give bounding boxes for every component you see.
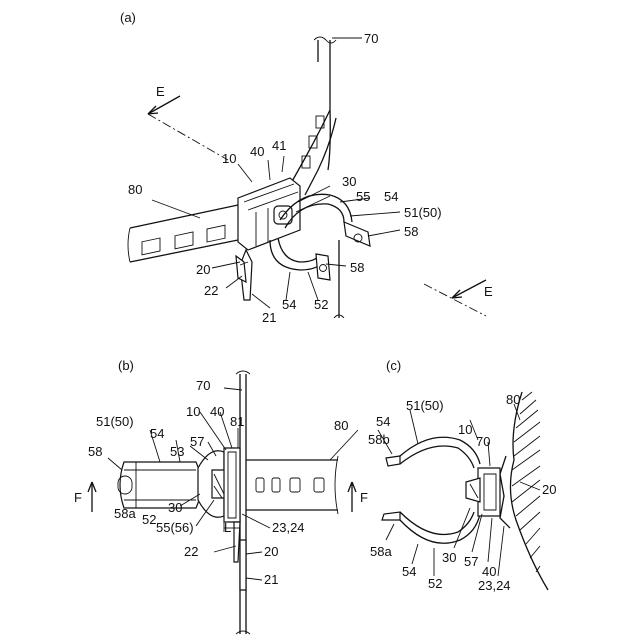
clip-legs xyxy=(236,250,252,300)
label-a-80: 80 xyxy=(128,182,142,197)
label-a-55: 55 xyxy=(356,189,370,204)
label-c-30: 30 xyxy=(442,550,456,565)
label-a-21: 21 xyxy=(262,310,276,325)
wall-hatched-c xyxy=(500,392,548,590)
label-b-58: 58 xyxy=(88,444,102,459)
label-b-70: 70 xyxy=(196,378,210,393)
label-c-70: 70 xyxy=(476,434,490,449)
label-b-58a: 58a xyxy=(114,506,136,521)
label-c-58a: 58a xyxy=(370,544,392,559)
label-b-40: 40 xyxy=(210,404,224,419)
label-b-f-left: F xyxy=(74,490,82,505)
panel-c-tag: (c) xyxy=(386,358,401,373)
label-b-10: 10 xyxy=(186,404,200,419)
label-c-58b: 58b xyxy=(368,432,390,447)
label-a-58-top: 58 xyxy=(404,224,418,239)
label-b-81: 81 xyxy=(230,414,244,429)
label-b-55: 55(56) xyxy=(156,520,194,535)
label-a-40: 40 xyxy=(250,144,264,159)
label-c-54-bottom: 54 xyxy=(402,564,416,579)
clip-body-10 xyxy=(238,178,300,250)
label-b-21: 21 xyxy=(264,572,278,587)
label-a-58-bottom: 58 xyxy=(350,260,364,275)
belt-80 xyxy=(128,110,336,262)
label-b-2324: 23,24 xyxy=(272,520,305,535)
label-a-20: 20 xyxy=(196,262,210,277)
label-b-54: 54 xyxy=(150,426,164,441)
label-a-22: 22 xyxy=(204,283,218,298)
label-c-51: 51(50) xyxy=(406,398,444,413)
label-a-41: 41 xyxy=(272,138,286,153)
label-a-10: 10 xyxy=(222,151,236,166)
label-a-30: 30 xyxy=(342,174,356,189)
label-a-54-bottom: 54 xyxy=(282,297,296,312)
label-c-57: 57 xyxy=(464,554,478,569)
label-b-l: L xyxy=(224,520,231,535)
label-c-10: 10 xyxy=(458,422,472,437)
clip-block-c xyxy=(466,468,500,516)
label-b-30: 30 xyxy=(168,500,182,515)
label-a-70: 70 xyxy=(364,31,378,46)
label-c-20: 20 xyxy=(542,482,556,497)
label-b-53: 53 xyxy=(170,444,184,459)
panel-b-tag: (b) xyxy=(118,358,134,373)
label-c-52: 52 xyxy=(428,576,442,591)
label-a-51: 51(50) xyxy=(404,205,442,220)
panel-b: (b) xyxy=(74,358,368,634)
clip-section-b xyxy=(198,448,246,590)
label-c-40: 40 xyxy=(482,564,496,579)
label-b-22: 22 xyxy=(184,544,198,559)
label-c-54-top: 54 xyxy=(376,414,390,429)
label-a-52: 52 xyxy=(314,297,328,312)
label-a-e-right: E xyxy=(484,284,493,299)
label-c-80: 80 xyxy=(506,392,520,407)
panel-a-tag: (a) xyxy=(120,10,136,25)
label-b-52: 52 xyxy=(142,512,156,527)
label-b-f-right: F xyxy=(360,490,368,505)
label-b-80: 80 xyxy=(334,418,348,433)
label-c-2324: 23,24 xyxy=(478,578,511,593)
label-b-57: 57 xyxy=(190,434,204,449)
band-51-c xyxy=(382,437,480,543)
label-a-e-left: E xyxy=(156,84,165,99)
label-b-51: 51(50) xyxy=(96,414,134,429)
label-b-20: 20 xyxy=(264,544,278,559)
panel-a: (a) xyxy=(120,10,493,325)
label-a-54: 54 xyxy=(384,189,398,204)
panel-c: (c) xyxy=(368,358,556,593)
belt-80-b xyxy=(246,456,338,514)
